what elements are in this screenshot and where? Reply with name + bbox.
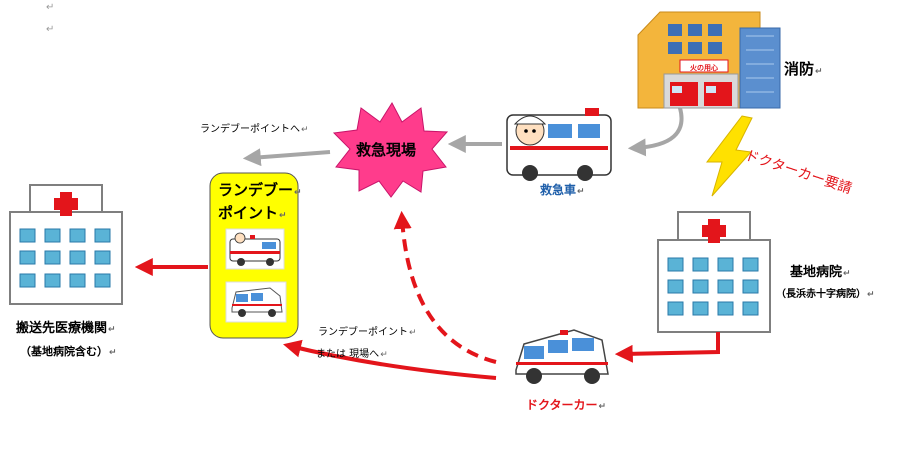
receiving-hospital-icon (9, 184, 123, 305)
arrow-doctor-car-to-rendezvous (283, 339, 497, 380)
fire-station-label: 消防↵ (784, 60, 823, 78)
doctor-car-label: ドクターカー↵ (526, 398, 607, 412)
paragraph-mark-1: ↵ (46, 2, 55, 13)
emergency-scene-label: 救急現場 (356, 141, 417, 159)
to-rendezvous-or-scene-label-2: または 現場へ↵ (316, 349, 388, 360)
fire-station-sign: 火の用心 (690, 63, 718, 72)
ambulance-icon (506, 108, 612, 181)
emergency-scene-burst (332, 102, 449, 198)
rendezvous-point-label-line1: ランデブー↵ (218, 181, 302, 199)
ambulance-label: 救急車↵ (540, 183, 585, 197)
arrow-doctor-car-to-scene (393, 210, 497, 364)
paragraph-mark-2: ↵ (46, 24, 55, 35)
rendezvous-point-label-line2: ポイント↵ (218, 204, 287, 222)
fire-station-icon (637, 11, 781, 109)
doctor-car-request-label: ドクターカー要請 (743, 148, 854, 198)
arrow-base-hospital-to-doctor-car (614, 332, 720, 363)
rendezvous-doctor-car-icon (225, 281, 287, 323)
base-hospital-label: 基地病院↵ (790, 265, 851, 280)
rendezvous-ambulance-icon (225, 228, 285, 270)
doctor-car-icon (515, 329, 609, 384)
receiving-hospital-label: 搬送先医療機関↵ (16, 321, 116, 336)
arrow-scene-to-rendezvous (242, 148, 331, 167)
to-rendezvous-label: ランデブーポイントへ↵ (200, 124, 309, 135)
base-hospital-icon (657, 211, 771, 333)
to-rendezvous-or-scene-label-1: ランデブーポイント↵ (318, 327, 417, 338)
lightning-bolt-icon (705, 115, 753, 197)
arrow-fire-station-to-ambulance (627, 107, 684, 157)
base-hospital-sublabel: （長浜赤十字病院）↵ (776, 289, 875, 300)
receiving-hospital-sublabel: （基地病院含む）↵ (20, 345, 117, 358)
